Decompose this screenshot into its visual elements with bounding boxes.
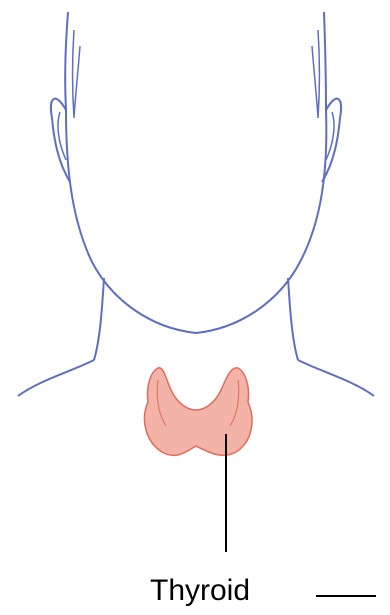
ear-left-inner: [58, 112, 66, 160]
shoulder-left: [18, 360, 94, 396]
shoulder-right: [298, 360, 374, 396]
neck-left: [94, 278, 104, 360]
hair-strand-right: [312, 30, 320, 118]
neck-right: [288, 278, 298, 360]
hair-strand-left: [73, 30, 81, 118]
thyroid-label: Thyroid: [150, 574, 250, 607]
